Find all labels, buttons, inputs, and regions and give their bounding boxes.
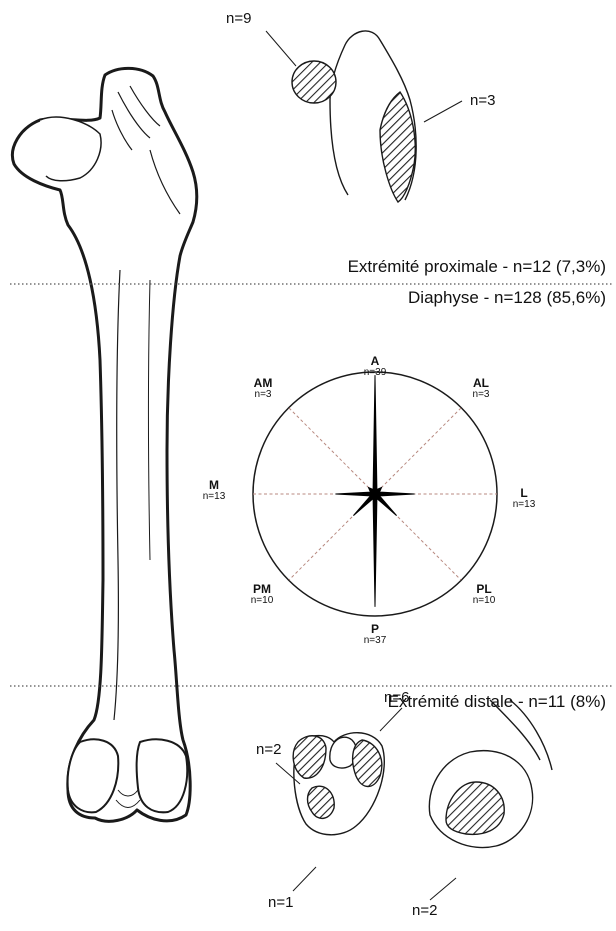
distal-lateral-view bbox=[429, 700, 552, 848]
head-hatched-area bbox=[292, 61, 336, 103]
proximal-view bbox=[292, 31, 416, 202]
distal-left-condyle-count: n=2 bbox=[256, 741, 281, 758]
proximal-trochanter-count: n=3 bbox=[470, 92, 495, 109]
proximal-section-label: Extrémité proximale - n=12 (7,3%) bbox=[348, 257, 606, 277]
distal-lateral-view-count: n=2 bbox=[412, 902, 437, 919]
femur-outline bbox=[12, 68, 196, 821]
distal-section-label: Extrémité distale - n=11 (8%) bbox=[388, 692, 606, 712]
rose-diagram bbox=[253, 372, 497, 616]
proximal-head-count: n=9 bbox=[226, 10, 251, 27]
diaphysis-section-label: Diaphyse - n=128 (85,6%) bbox=[408, 288, 606, 308]
distal-right-condyle-count: n=6 bbox=[384, 689, 409, 706]
distal-posterior-view bbox=[293, 733, 384, 835]
distal-lower-count: n=1 bbox=[268, 894, 293, 911]
